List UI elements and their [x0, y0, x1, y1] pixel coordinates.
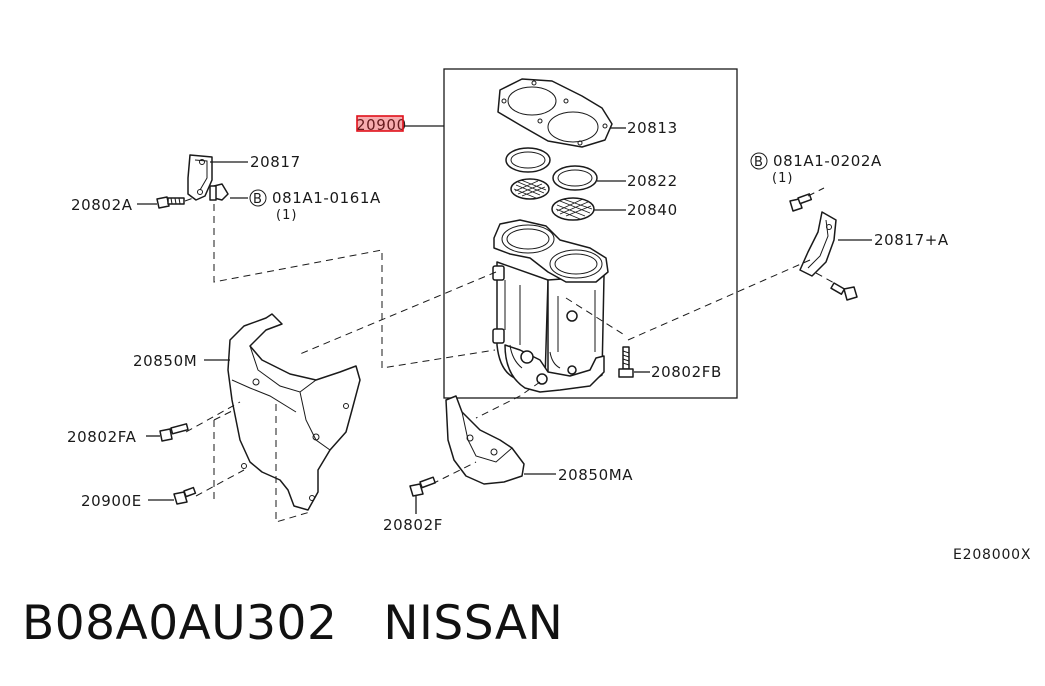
- dashed-connectors: [185, 204, 811, 523]
- qty-081A1-0161A: (1): [276, 208, 297, 223]
- label-20817[interactable]: 20817: [250, 153, 301, 171]
- bolt-20900E: [173, 486, 197, 505]
- bolt-symbol-left-text: B: [253, 192, 263, 207]
- label-20802F[interactable]: 20802F: [383, 516, 443, 534]
- label-20802A[interactable]: 20802A: [71, 196, 133, 214]
- footer: B08A0AU302 NISSAN: [22, 596, 609, 651]
- gasket-20813: [497, 78, 613, 148]
- label-20850MA[interactable]: 20850MA: [558, 466, 633, 484]
- bolt-20802FA: [159, 423, 189, 442]
- bolt-20802FB: [618, 346, 634, 378]
- label-081A1-0161A[interactable]: 081A1-0161A: [272, 189, 381, 207]
- label-20822[interactable]: 20822: [627, 172, 678, 190]
- heat-shield-20850MA: [445, 395, 525, 485]
- bolt-bracket-lower: [830, 282, 858, 301]
- exhaust-manifold: [492, 219, 609, 393]
- dash-081A1-0202A: [807, 187, 825, 197]
- seal-ring-20822: [505, 147, 598, 191]
- assembly-frame: [443, 68, 738, 399]
- bolt-symbol-right-text: B: [754, 155, 764, 170]
- bolt-symbol-left: [249, 189, 267, 207]
- label-081A1-0202A[interactable]: 081A1-0202A: [773, 152, 882, 170]
- label-20802FB[interactable]: 20802FB: [651, 363, 722, 381]
- mesh-ring-20840: [510, 178, 595, 221]
- highlight-box: [356, 115, 404, 132]
- label-20850M[interactable]: 20850M: [133, 352, 197, 370]
- label-20817A[interactable]: 20817+A: [874, 231, 949, 249]
- qty-081A1-0202A: (1): [772, 171, 793, 186]
- label-20813[interactable]: 20813: [627, 119, 678, 137]
- bolt-20802A: [156, 196, 185, 209]
- bolt-081A1-0202A: [789, 193, 813, 212]
- bracket-20817: [187, 154, 213, 201]
- footer-brand: NISSAN: [383, 596, 564, 651]
- bolt-symbol-right: [750, 152, 768, 170]
- label-20900E[interactable]: 20900E: [81, 492, 142, 510]
- reference-code: E208000X: [953, 547, 1031, 563]
- dash-20802A-bracket: [184, 196, 197, 202]
- label-20900[interactable]: 20900: [356, 116, 407, 134]
- bracket-20817A: [799, 211, 837, 277]
- bolt-081A1-0161A: [209, 183, 229, 201]
- label-20802FA[interactable]: 20802FA: [67, 428, 137, 446]
- heat-shield-20850M: [227, 313, 361, 511]
- dash-bracket-lower-bolt: [815, 272, 837, 285]
- footer-part-code: B08A0AU302: [22, 596, 338, 651]
- bolt-20802F: [409, 476, 436, 497]
- label-20840[interactable]: 20840: [627, 201, 678, 219]
